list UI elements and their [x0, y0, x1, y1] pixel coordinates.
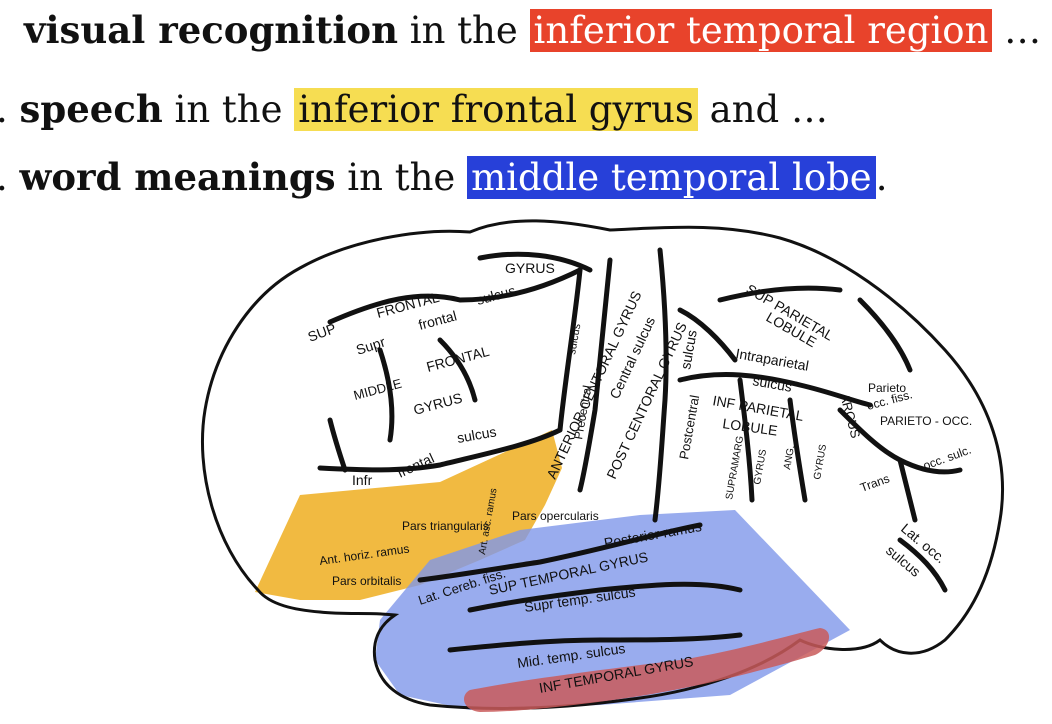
text-line-speech: . speech in the inferior frontal gyrus a…	[0, 87, 828, 131]
label-sup: SUP	[306, 320, 339, 345]
label-frontal-lc: frontal	[417, 307, 459, 333]
label-middle: MIDDLE	[352, 376, 404, 403]
tail-text: and …	[697, 88, 829, 131]
bullet-fragment: .	[0, 156, 8, 199]
tail-text: .	[875, 156, 888, 199]
label-gyrus-mid: GYRUS	[412, 390, 464, 418]
label-sulcus-vertical: sulcus	[566, 322, 583, 355]
label-lobule-inf: LOBULE	[722, 415, 779, 439]
label-sulcus-sup: sulcus	[475, 282, 517, 308]
inferior-temporal-overlay	[464, 628, 830, 712]
text-line-word-meanings: . word meanings in the middle temporal l…	[0, 155, 887, 199]
label-pars-triangularis: Pars triangularis	[402, 519, 489, 533]
bullet-fragment: .	[0, 88, 8, 131]
label-infr: Infr	[352, 472, 373, 488]
connector-text: in the	[398, 9, 530, 52]
label-pars-orbitalis: Pars orbitalis	[332, 574, 401, 588]
bold-term: visual recognition	[24, 8, 398, 52]
bold-term: word meanings	[19, 155, 336, 199]
label-intraparietal: Intraparietal	[734, 345, 810, 374]
bold-term: speech	[19, 87, 163, 131]
highlight-inferior-frontal: inferior frontal gyrus	[294, 88, 698, 131]
label-sulcus-post: sulcus	[677, 329, 700, 371]
label-ang: ANG.	[782, 445, 797, 471]
label-gyrus-top: GYRUS	[505, 260, 555, 276]
label-occ-sulc: occ. sulc.	[921, 443, 973, 473]
label-sulcus-mid: sulcus	[456, 423, 498, 446]
label-frontal-inf: frontal	[395, 450, 437, 481]
label-frontal-mid: FRONTAL	[425, 343, 491, 375]
highlight-inferior-temporal: inferior temporal region	[529, 9, 993, 52]
highlight-middle-temporal: middle temporal lobe	[467, 156, 876, 199]
label-arcus: ARCUS	[837, 392, 863, 440]
label-gyrus-sm: GYRUS	[752, 448, 769, 485]
label-supramarg: SUPRAMARG	[724, 435, 746, 501]
label-pars-opercularis: Pars opercularis	[512, 509, 599, 523]
tail-text: …	[992, 9, 1042, 52]
label-sulcus-ip: sulcus	[751, 372, 793, 395]
connector-text: in the	[162, 88, 295, 131]
text-line-visual: visual recognition in the inferior tempo…	[24, 8, 1041, 52]
sulci-lines	[317, 247, 963, 653]
label-trans: Trans	[858, 471, 891, 494]
connector-text: in the	[335, 156, 468, 199]
label-gyrus-ang: GYRUS	[812, 443, 829, 480]
brain-outline	[201, 219, 1004, 711]
label-parieto-occ: PARIETO - OCC.	[880, 414, 972, 428]
label-parieto: Parieto	[868, 381, 906, 395]
label-postcentral: Postcentral	[676, 394, 702, 461]
